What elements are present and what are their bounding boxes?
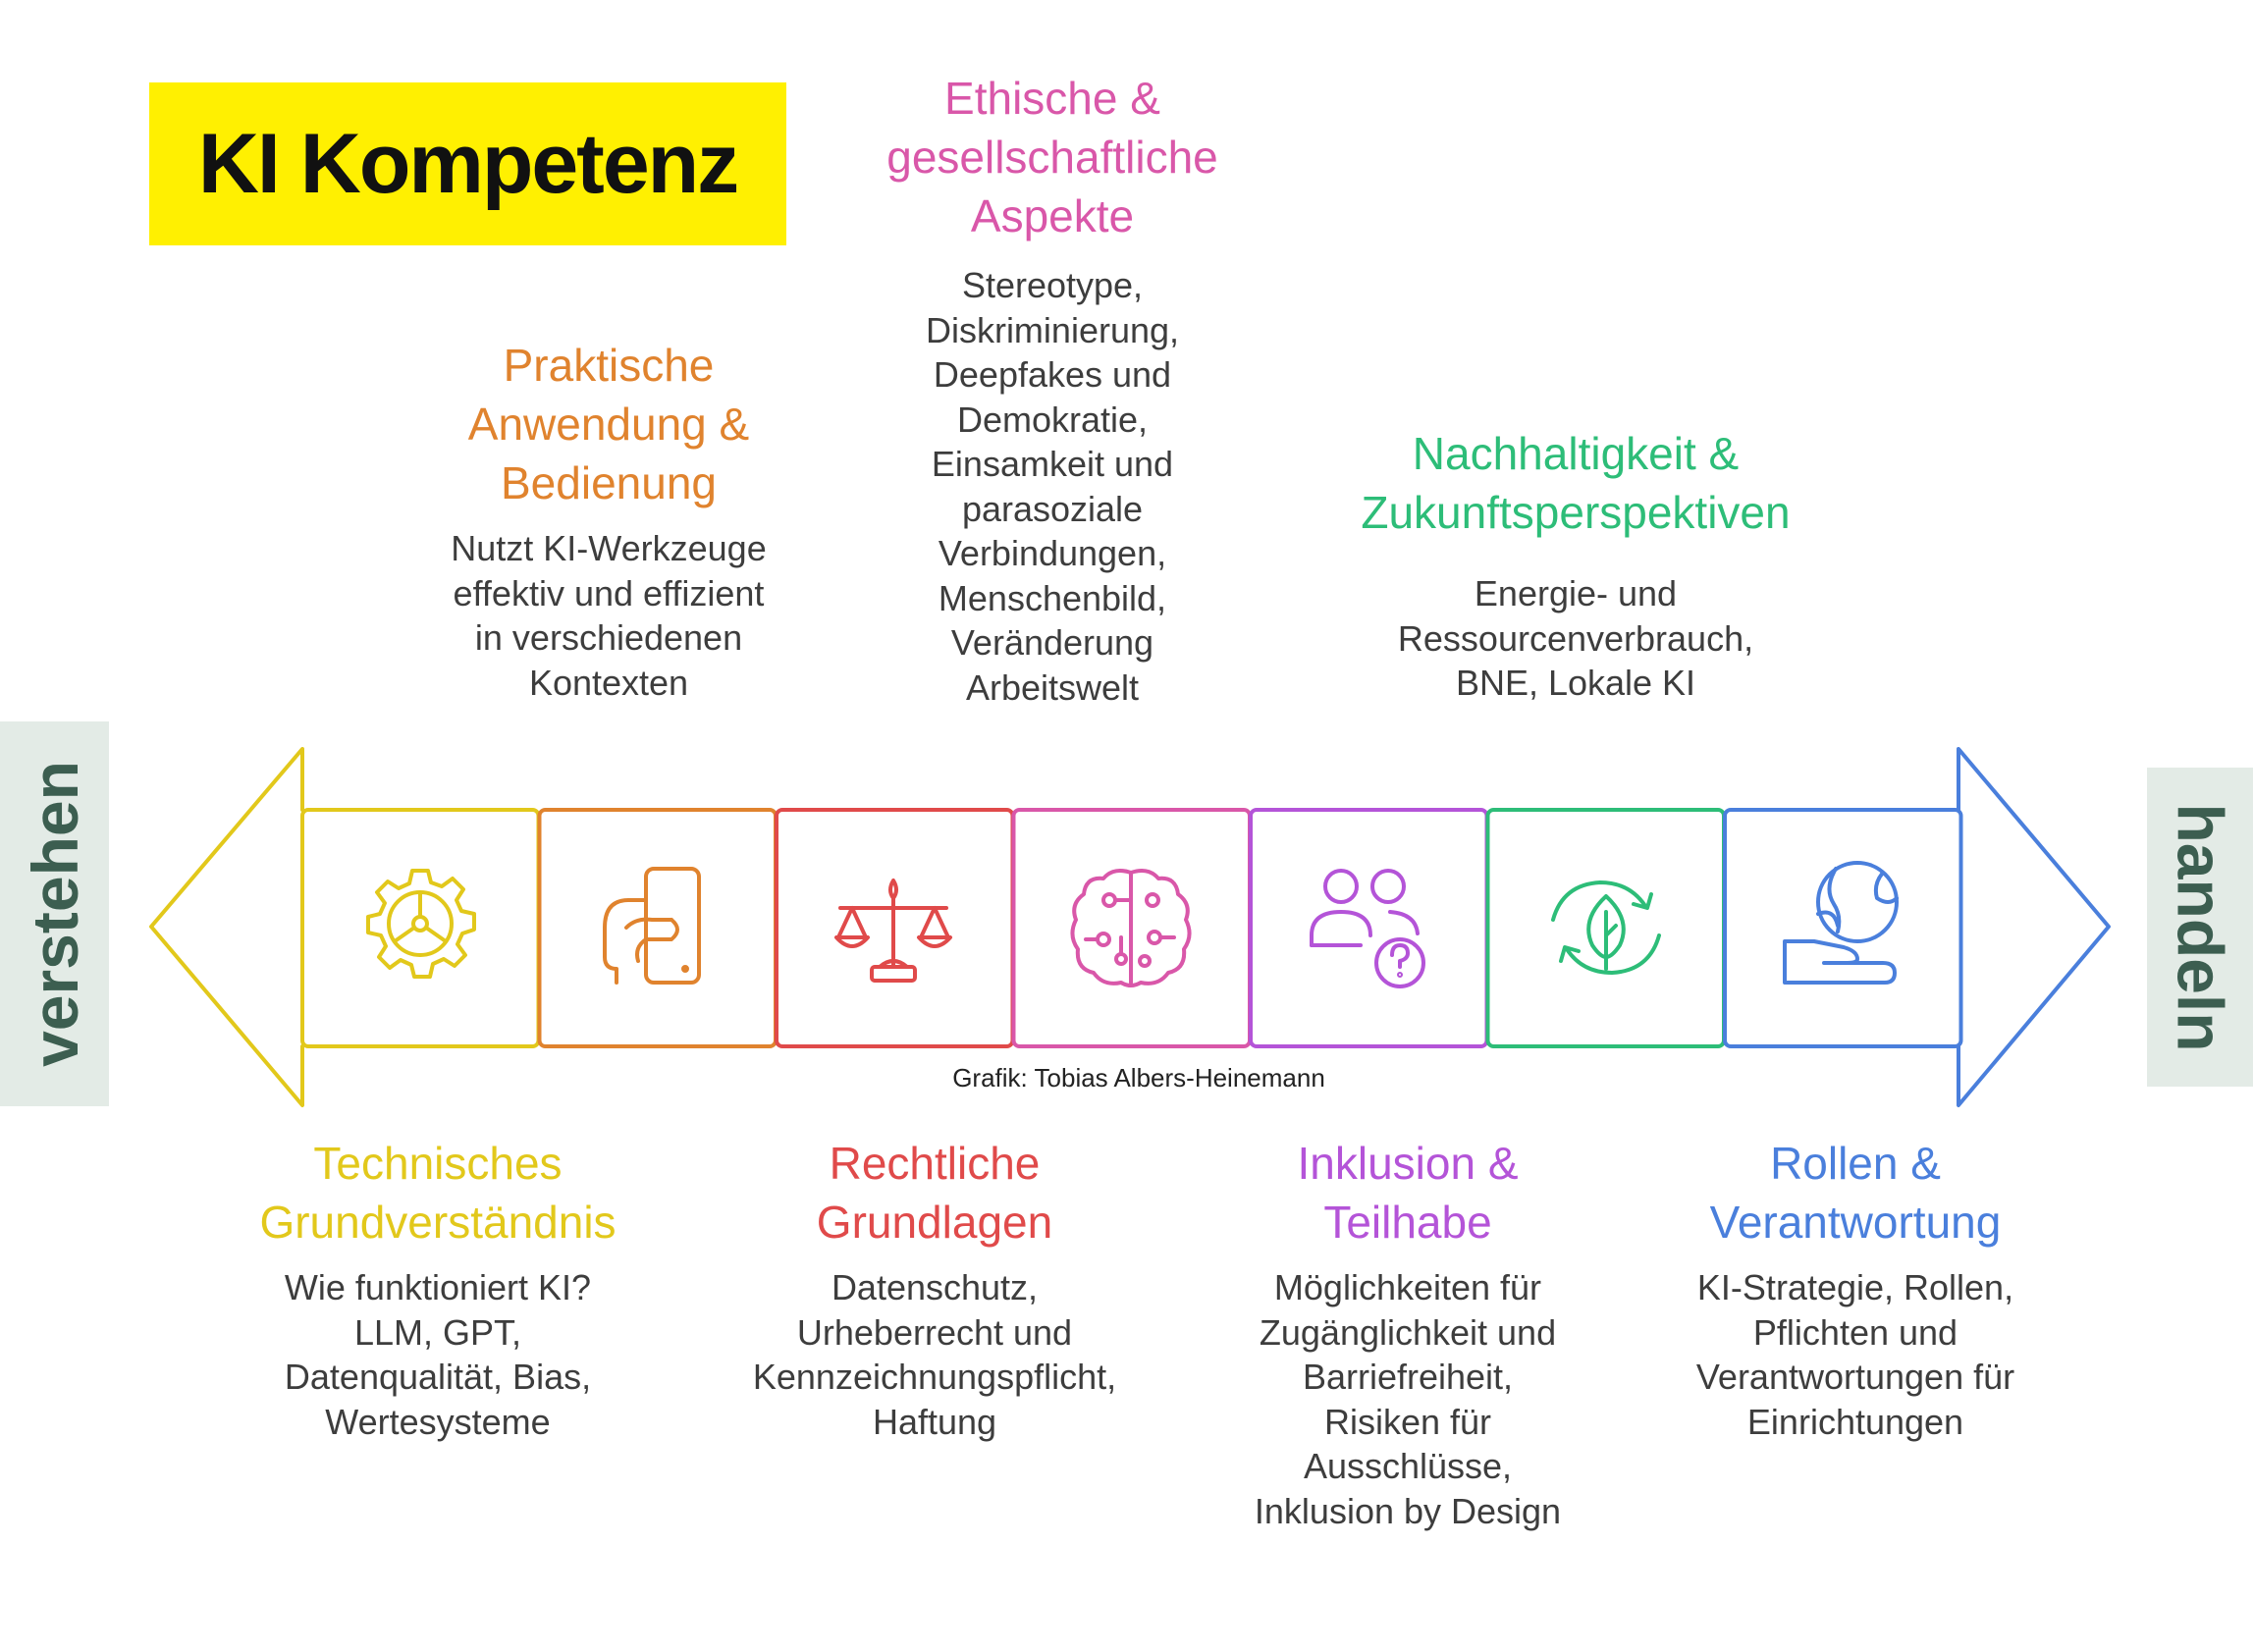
desc-inklusion-teilhabe: Möglichkeiten für Zugänglichkeit und Bar… xyxy=(1211,1265,1604,1533)
desc-line: Menschenbild, xyxy=(938,577,1167,618)
desc-rechtliche-grundlagen: Datenschutz, Urheberrecht und Kennzeichn… xyxy=(699,1265,1170,1444)
head-tablet-icon xyxy=(603,867,701,985)
desc-line: Kennzeichnungspflicht, xyxy=(752,1357,1117,1397)
desc-line: Einrichtungen xyxy=(1746,1401,1964,1442)
handeln-label: handeln xyxy=(2147,768,2253,1087)
desc-line: Pflichten und xyxy=(1752,1311,1958,1353)
heading-praktische-anwendung: Praktische Anwendung & Bedienung xyxy=(373,336,844,512)
heading-nachhaltigkeit: Nachhaltigkeit & Zukunftsperspektiven xyxy=(1306,424,1846,542)
desc-rollen-verantwortung: KI-Strategie, Rollen, Pflichten und Vera… xyxy=(1659,1265,2052,1444)
desc-line: Verbindungen, xyxy=(938,533,1167,573)
desc-line: in verschiedenen xyxy=(474,617,743,658)
heading-line: Aspekte xyxy=(970,190,1135,241)
desc-line: Datenqualität, Bias, xyxy=(284,1357,592,1397)
scales-icon xyxy=(834,879,952,983)
arrow-segment-gear xyxy=(300,808,541,1048)
desc-line: Diskriminierung, xyxy=(925,309,1180,350)
desc-line: Barriefreiheit, xyxy=(1302,1357,1514,1397)
desc-line: Nutzt KI-Werkzeuge xyxy=(451,528,767,568)
desc-nachhaltigkeit: Energie- und Ressourcenverbrauch, BNE, L… xyxy=(1306,571,1846,706)
heading-line: gesellschaftliche xyxy=(886,132,1218,183)
desc-line: Veränderung xyxy=(950,622,1154,663)
heading-line: Rechtliche xyxy=(829,1138,1041,1189)
desc-line: Wie funktioniert KI? xyxy=(284,1267,592,1307)
heading-rollen-verantwortung: Rollen & Verantwortung xyxy=(1659,1134,2052,1252)
desc-ethische-aspekte: Stereotype, Diskriminierung, Deepfakes u… xyxy=(807,263,1298,710)
title-box: KI Kompetenz xyxy=(149,82,786,245)
desc-line: Stereotype, xyxy=(961,265,1144,305)
block-technisches-grundverstaendnis: Technisches Grundverständnis Wie funktio… xyxy=(192,1134,683,1444)
block-rechtliche-grundlagen: Rechtliche Grundlagen Datenschutz, Urheb… xyxy=(699,1134,1170,1444)
gear-icon xyxy=(366,869,476,979)
heading-line: Anwendung & xyxy=(467,399,750,450)
desc-line: Risiken für xyxy=(1323,1401,1492,1442)
desc-line: Urheberrecht und xyxy=(796,1311,1073,1353)
heading-line: Praktische xyxy=(503,340,715,391)
desc-line: Datenschutz, xyxy=(831,1267,1039,1307)
heading-line: Grundlagen xyxy=(816,1197,1053,1248)
heading-ethische-aspekte: Ethische & gesellschaftliche Aspekte xyxy=(807,69,1298,245)
heading-line: Ethische & xyxy=(944,73,1160,124)
desc-line: effektiv und effizient xyxy=(453,572,765,613)
desc-praktische-anwendung: Nutzt KI-Werkzeuge effektiv und effizien… xyxy=(373,526,844,705)
desc-line: Möglichkeiten für xyxy=(1273,1267,1542,1307)
desc-line: parasoziale xyxy=(961,488,1144,529)
block-inklusion-teilhabe: Inklusion & Teilhabe Möglichkeiten für Z… xyxy=(1211,1134,1604,1533)
block-rollen-verantwortung: Rollen & Verantwortung KI-Strategie, Rol… xyxy=(1659,1134,2052,1444)
desc-line: BNE, Lokale KI xyxy=(1455,663,1696,703)
verstehen-label: verstehen xyxy=(0,721,109,1106)
heading-line: Zukunftsperspektiven xyxy=(1361,487,1791,538)
left-arrowhead xyxy=(149,747,304,1107)
desc-line: Demokratie, xyxy=(956,399,1149,440)
arrow-segment-head-tablet xyxy=(537,808,778,1048)
heading-line: Technisches xyxy=(313,1138,563,1189)
desc-line: Ressourcenverbrauch, xyxy=(1397,617,1754,659)
desc-line: Einsamkeit und xyxy=(931,444,1174,484)
block-praktische-anwendung: Praktische Anwendung & Bedienung Nutzt K… xyxy=(373,336,844,705)
heading-inklusion-teilhabe: Inklusion & Teilhabe xyxy=(1211,1134,1604,1252)
heading-line: Grundverständnis xyxy=(259,1197,617,1248)
arrow-segment-globe-hand xyxy=(1723,808,1963,1048)
recycle-leaf-icon xyxy=(1551,880,1661,975)
desc-line: Kontexten xyxy=(528,662,689,703)
globe-hand-icon xyxy=(1783,861,1899,985)
heading-rechtliche-grundlagen: Rechtliche Grundlagen xyxy=(699,1134,1170,1252)
desc-line: LLM, GPT, xyxy=(353,1311,522,1353)
page-title: KI Kompetenz xyxy=(197,116,739,211)
people-question-icon xyxy=(1310,869,1425,988)
desc-line: Haftung xyxy=(872,1401,997,1442)
desc-technisches-grundverstaendnis: Wie funktioniert KI? LLM, GPT, Datenqual… xyxy=(192,1265,683,1444)
credit-text: Grafik: Tobias Albers-Heinemann xyxy=(952,1063,1325,1092)
heading-line: Bedienung xyxy=(501,457,717,508)
right-arrowhead xyxy=(1957,747,2111,1107)
desc-line: Wertesysteme xyxy=(325,1401,551,1442)
desc-line: Arbeitswelt xyxy=(965,666,1140,708)
desc-line: Energie- und xyxy=(1474,573,1678,613)
desc-line: Zugänglichkeit und xyxy=(1259,1311,1557,1353)
desc-line: KI-Strategie, Rollen, xyxy=(1696,1267,2014,1307)
desc-line: Ausschlüsse, xyxy=(1303,1446,1513,1486)
heading-line: Teilhabe xyxy=(1323,1197,1492,1248)
desc-line: Deepfakes und xyxy=(933,354,1172,395)
heading-line: Rollen & xyxy=(1770,1138,1941,1189)
heading-line: Verantwortung xyxy=(1709,1197,2002,1248)
desc-line: Verantwortungen für xyxy=(1695,1357,2015,1397)
heading-line: Inklusion & xyxy=(1297,1138,1519,1189)
heading-technisches-grundverstaendnis: Technisches Grundverständnis xyxy=(192,1134,683,1252)
heading-line: Nachhaltigkeit & xyxy=(1412,428,1740,479)
block-ethische-aspekte: Ethische & gesellschaftliche Aspekte Ste… xyxy=(807,69,1298,710)
brain-icon xyxy=(1070,869,1192,987)
block-nachhaltigkeit: Nachhaltigkeit & Zukunftsperspektiven En… xyxy=(1306,424,1846,706)
desc-line: Inklusion by Design xyxy=(1254,1490,1562,1531)
